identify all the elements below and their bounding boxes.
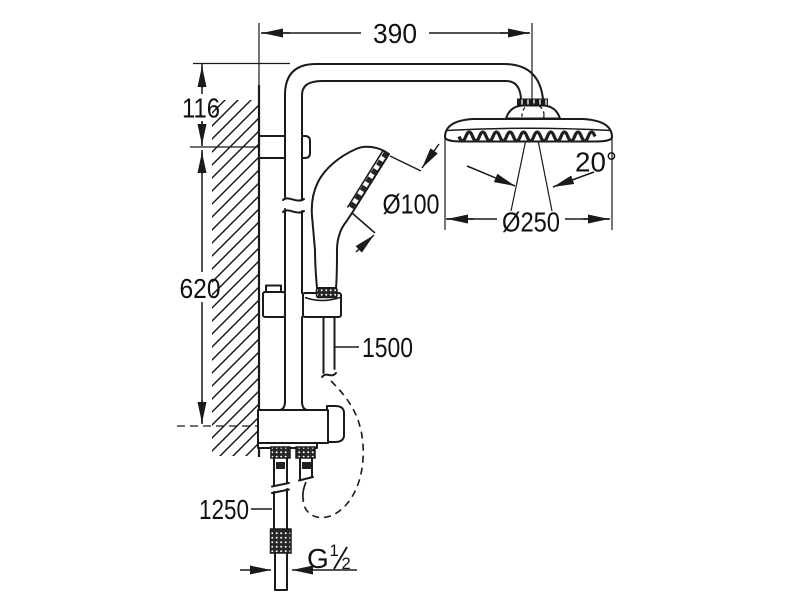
dim-116-label: 116 bbox=[182, 93, 220, 124]
hand-shower-face-inner-line bbox=[346, 150, 384, 208]
wall-bracket bbox=[258, 135, 311, 159]
angle-leader-right bbox=[552, 171, 595, 188]
wall-section bbox=[212, 85, 261, 457]
rail-break-symbol bbox=[282, 197, 305, 214]
hand-shower bbox=[310, 145, 390, 299]
shower-arm bbox=[284, 63, 544, 100]
ball-joint-dashed-circle bbox=[521, 103, 545, 127]
dim-100-label: Ø100 bbox=[383, 189, 440, 220]
head-connector bbox=[505, 98, 561, 127]
holder-cradle bbox=[304, 296, 341, 302]
valve-body bbox=[257, 409, 329, 444]
shower-hose bbox=[302, 316, 364, 519]
dim-line-100-bottom bbox=[351, 212, 376, 234]
shower-fixture bbox=[257, 63, 613, 591]
thread-fraction-slash bbox=[333, 546, 348, 570]
hand-shower-nozzles bbox=[347, 151, 389, 211]
wall-hatching bbox=[212, 100, 259, 456]
dim-1500-label: 1500 bbox=[362, 332, 413, 363]
dimension-labels: 390 116 620 1500 1250 Ø100 Ø250 20° G 1 … bbox=[180, 18, 618, 574]
dim-line-100-top bbox=[389, 155, 422, 172]
diverter-knob bbox=[326, 405, 345, 443]
angle-leader-left bbox=[466, 165, 516, 187]
hand-shower-holder bbox=[262, 284, 342, 318]
dim-390-label: 390 bbox=[373, 18, 417, 49]
thread-letter: G bbox=[307, 543, 329, 574]
dim-620-label: 620 bbox=[180, 273, 221, 304]
pipe-band-right bbox=[302, 462, 311, 469]
hose-coupling-knurl bbox=[269, 528, 292, 554]
connector-dome bbox=[505, 104, 561, 120]
hose-outlet-curve bbox=[302, 481, 307, 502]
outlet-nut-right bbox=[295, 446, 316, 459]
handle-knurl-band bbox=[315, 287, 338, 299]
dim-1250-label: 1250 bbox=[199, 494, 249, 525]
supply-pipes bbox=[269, 457, 314, 591]
holder-left-block bbox=[262, 291, 286, 318]
dim-250-label: Ø250 bbox=[502, 207, 560, 238]
hose-break-symbol bbox=[321, 372, 337, 378]
thread-numerator: 1 bbox=[330, 542, 339, 560]
outlet-nut-left bbox=[270, 446, 291, 459]
dimension-lines bbox=[177, 23, 613, 575]
head-rim-line bbox=[445, 127, 612, 132]
thread-label-g-half: G 1 2 bbox=[307, 542, 351, 574]
spray-nozzles-band bbox=[457, 130, 597, 143]
hand-shower-outline bbox=[310, 145, 390, 289]
head-shower bbox=[444, 118, 613, 143]
ext-lines-250 bbox=[444, 133, 613, 230]
shower-rail bbox=[278, 94, 309, 411]
spray-angle-label: 20° bbox=[575, 147, 617, 178]
dim-arrow-100-top bbox=[421, 143, 440, 169]
thread-denominator: 2 bbox=[342, 555, 351, 573]
hose-dashed-loop bbox=[302, 380, 364, 519]
connector-nut bbox=[517, 98, 548, 107]
diverter-valve bbox=[257, 405, 345, 459]
dim-arrow-100-bottom bbox=[355, 234, 375, 253]
pipe-band-left bbox=[276, 462, 285, 469]
